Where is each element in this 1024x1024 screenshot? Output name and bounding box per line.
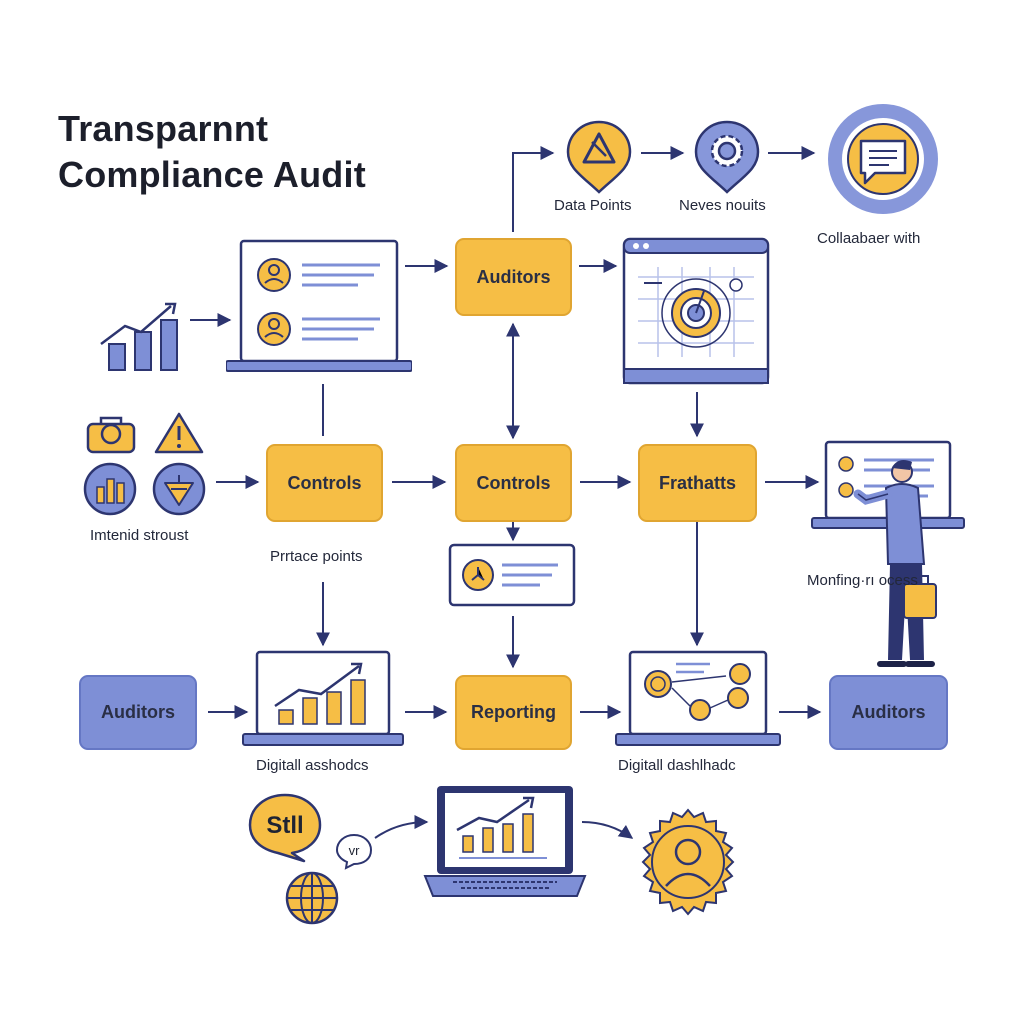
label-internal-structure: Imtenid stroust	[90, 527, 189, 544]
label-monitoring: Monfing·rı ocess	[807, 572, 918, 589]
page-title-line-1: Transparnnt	[58, 108, 269, 149]
node-auditors-left: Auditors	[79, 675, 197, 750]
alert-icon	[154, 412, 204, 454]
page-title-line-2: Compliance Audit	[58, 154, 366, 195]
arrow-laptop-to-badge	[581, 821, 634, 839]
page-title: Transparnnt Compliance Audit	[58, 106, 366, 198]
bar-chart-icon	[100, 302, 178, 371]
speech-bubble-small-text: vr	[349, 843, 361, 858]
label-private-points: Prrtace points	[270, 548, 363, 565]
arrow-bubble-to-laptop	[374, 815, 429, 839]
label-neves-nouits: Neves nouits	[679, 197, 766, 214]
growth-chart-icon	[242, 650, 404, 746]
bar-chart-icon	[83, 462, 137, 516]
arrow-auditors-to-datapoints	[512, 146, 555, 232]
compass-icon	[152, 462, 206, 516]
globe-icon	[285, 871, 339, 925]
speech-bubble-large-text: Stll	[266, 812, 303, 839]
node-reporting: Reporting	[455, 675, 572, 750]
node-controls-center: Controls	[455, 444, 572, 522]
node-frathatts: Frathatts	[638, 444, 757, 522]
chat-message-icon	[828, 104, 938, 214]
clock-note-icon	[448, 543, 576, 607]
label-dashboard-left: Digitall asshodcs	[256, 757, 369, 774]
toolbox-icon	[86, 416, 136, 454]
node-auditors-top: Auditors	[455, 238, 572, 316]
badge-avatar-icon	[641, 808, 735, 916]
label-collaborate: Collaabaer with	[817, 230, 921, 247]
network-nodes-icon	[615, 650, 781, 746]
target-map-icon	[622, 237, 770, 385]
gear-icon	[694, 120, 760, 194]
node-auditors-right: Auditors	[829, 675, 948, 750]
laptop-chart-icon	[423, 786, 587, 897]
speech-bubble-small: vr	[335, 833, 373, 870]
presenter-person-icon	[811, 440, 965, 667]
label-data-points: Data Points	[554, 197, 632, 214]
speech-bubble-large: Stll	[248, 793, 322, 863]
node-controls-left: Controls	[266, 444, 383, 522]
label-dashboard-right: Digitall dashlhadc	[618, 757, 736, 774]
profile-card-icon	[226, 239, 412, 372]
warning-triangle-icon	[566, 120, 632, 194]
